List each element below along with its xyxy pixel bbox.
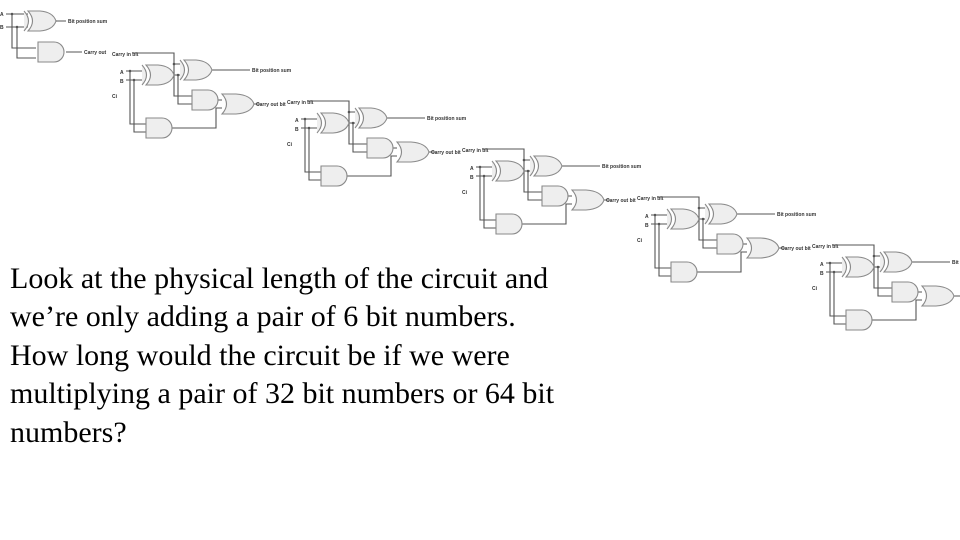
half-adder: A B Bit position sum Carry out <box>0 10 108 63</box>
carry-in-label: Carry in bit <box>637 196 664 202</box>
carry-in-short-label: Ci <box>287 142 293 148</box>
and-gate-2 <box>320 165 348 187</box>
xor-gate-1 <box>841 256 875 278</box>
carry-in-short-label: Ci <box>462 190 468 196</box>
or-gate <box>921 285 955 307</box>
and-gate-1 <box>716 233 744 255</box>
half-adder-sum-label: Bit position sum <box>68 19 108 25</box>
half-adder-input-b-label: B <box>0 25 4 31</box>
carry-in-label: Carry in bit <box>287 100 314 106</box>
xor-gate-2 <box>704 203 738 225</box>
half-adder-xor-gate <box>23 10 57 32</box>
sum-label: Bit position sum <box>952 260 960 266</box>
input-a-label: A <box>645 214 649 220</box>
or-gate <box>396 141 430 163</box>
input-b-label: B <box>295 127 299 133</box>
and-gate-1 <box>541 185 569 207</box>
input-b-label: B <box>645 223 649 229</box>
and-gate-2 <box>495 213 523 235</box>
slide-body-text: Look at the physical length of the circu… <box>10 262 555 449</box>
carry-in-label: Carry in bit <box>812 244 839 250</box>
input-b-label: B <box>470 175 474 181</box>
and-gate-2 <box>670 261 698 283</box>
xor-gate-2 <box>879 251 913 273</box>
or-gate <box>221 93 255 115</box>
carry-in-label: Carry in bit <box>112 52 139 58</box>
and-gate-1 <box>191 89 219 111</box>
and-gate-2 <box>145 117 173 139</box>
or-gate <box>746 237 780 259</box>
half-adder-and-gate <box>37 41 65 63</box>
half-adder-input-a-label: A <box>0 12 4 18</box>
carry-out-label: Carry out bit <box>781 246 811 252</box>
sum-label: Bit position sum <box>777 212 817 218</box>
carry-in-short-label: Ci <box>112 94 118 100</box>
carry-out-label: Carry out bit <box>606 198 636 204</box>
xor-gate-1 <box>316 112 350 134</box>
carry-in-short-label: Ci <box>637 238 643 244</box>
xor-gate-2 <box>354 107 388 129</box>
xor-gate-1 <box>666 208 700 230</box>
or-gate <box>571 189 605 211</box>
xor-gate-1 <box>491 160 525 182</box>
half-adder-carry-out-label: Carry out <box>84 50 107 56</box>
carry-in-short-label: Ci <box>812 286 818 292</box>
carry-in-label: Carry in bit <box>462 148 489 154</box>
sum-label: Bit position sum <box>252 68 292 74</box>
sum-label: Bit position sum <box>602 164 642 170</box>
input-a-label: A <box>820 262 824 268</box>
xor-gate-2 <box>179 59 213 81</box>
input-a-label: A <box>295 118 299 124</box>
carry-out-label: Carry out bit <box>431 150 461 156</box>
and-gate-1 <box>366 137 394 159</box>
input-a-label: A <box>120 70 124 76</box>
sum-label: Bit position sum <box>427 116 467 122</box>
input-b-label: B <box>820 271 824 277</box>
input-a-label: A <box>470 166 474 172</box>
and-gate-1 <box>891 281 919 303</box>
and-gate-2 <box>845 309 873 331</box>
xor-gate-1 <box>141 64 175 86</box>
input-b-label: B <box>120 79 124 85</box>
carry-out-label: Carry out bit <box>256 102 286 108</box>
xor-gate-2 <box>529 155 563 177</box>
